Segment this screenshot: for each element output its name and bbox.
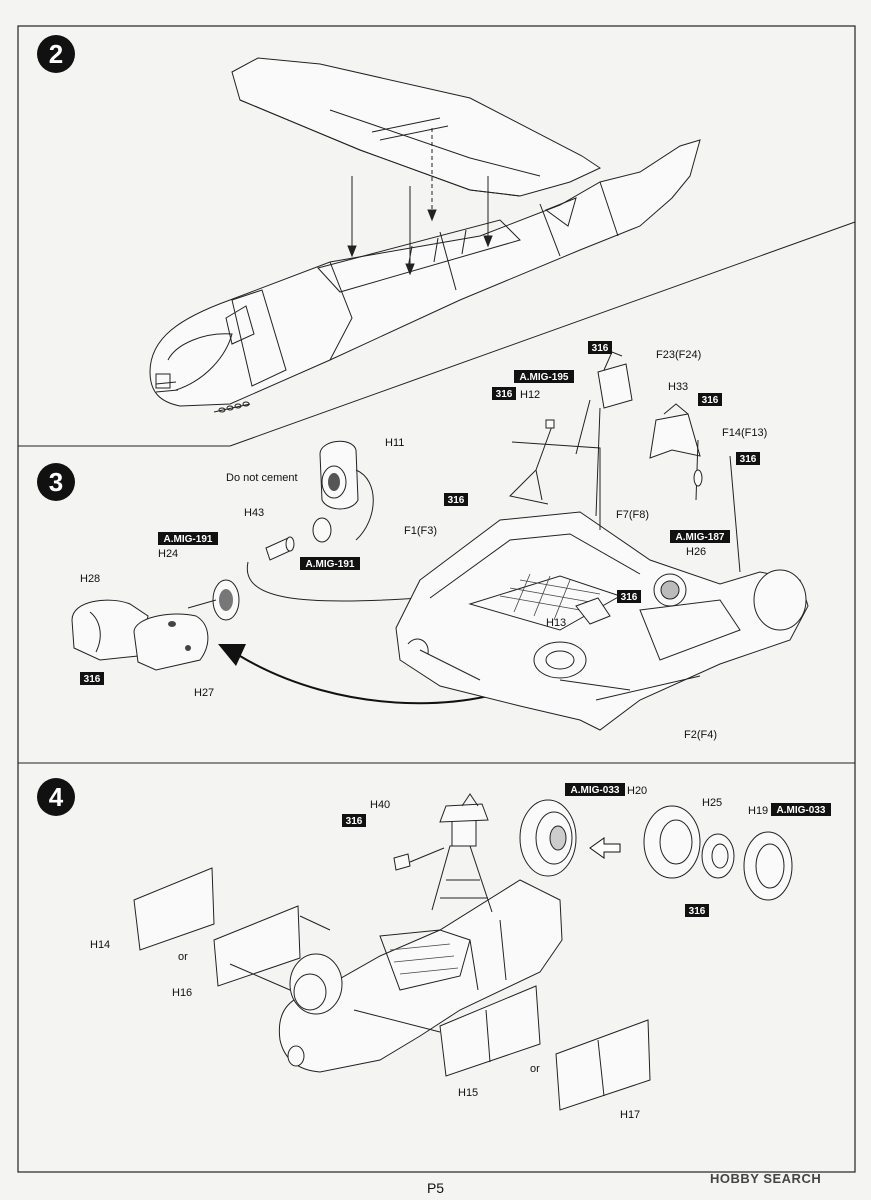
tag-316-mid: 316 (617, 590, 641, 603)
label-do-not-cement: Do not cement (226, 472, 298, 484)
label-h19: H19 (748, 805, 768, 817)
tag-316-h25: 316 (685, 904, 709, 917)
label-h12: H12 (520, 389, 540, 401)
label-h24: H24 (158, 548, 178, 560)
label-h40: H40 (370, 799, 390, 811)
tag-mig033-a: A.MIG-033 (565, 783, 625, 796)
label-h28: H28 (80, 573, 100, 585)
label-or-1: or (178, 951, 188, 963)
svg-text:316: 316 (448, 495, 465, 506)
svg-text:A.MIG-033: A.MIG-033 (571, 785, 620, 796)
svg-text:A.MIG-191: A.MIG-191 (306, 559, 355, 570)
svg-text:316: 316 (346, 816, 363, 827)
label-f14: F14(F13) (722, 427, 767, 439)
label-h17: H17 (620, 1109, 640, 1121)
tag-316-f14: 316 (736, 452, 760, 465)
svg-text:A.MIG-195: A.MIG-195 (520, 372, 569, 383)
label-h33: H33 (668, 381, 688, 393)
svg-text:316: 316 (592, 343, 609, 354)
tag-mig187: A.MIG-187 (670, 530, 730, 543)
label-h13: H13 (546, 617, 566, 629)
label-f2: F2(F4) (684, 729, 717, 741)
svg-text:A.MIG-033: A.MIG-033 (777, 805, 826, 816)
step-2-badge: 2 (37, 35, 75, 73)
label-or-2: or (530, 1063, 540, 1075)
step3-assembly-drawing (71, 351, 809, 731)
label-h20: H20 (627, 785, 647, 797)
label-h15: H15 (458, 1087, 478, 1099)
tag-mig191-a: A.MIG-191 (158, 532, 218, 545)
label-h16: H16 (172, 987, 192, 999)
svg-text:A.MIG-191: A.MIG-191 (164, 534, 213, 545)
step4-labels: A.MIG-033 H20 H25 H19 A.MIG-033 H40 316 … (90, 783, 831, 1121)
tag-mig033-b: A.MIG-033 (771, 803, 831, 816)
label-h11: H11 (385, 437, 404, 449)
tag-316-floor: 316 (444, 493, 468, 506)
tag-316-h40: 316 (342, 814, 366, 827)
svg-text:316: 316 (621, 592, 638, 603)
step4-assembly-drawing (133, 793, 793, 1111)
svg-text:316: 316 (689, 906, 706, 917)
page-frame (17, 25, 856, 1173)
svg-text:316: 316 (740, 454, 757, 465)
svg-text:A.MIG-187: A.MIG-187 (676, 532, 725, 543)
step2-assembly-drawing (149, 57, 701, 413)
step-4-number: 4 (49, 782, 64, 812)
svg-text:316: 316 (702, 395, 719, 406)
step-3-number: 3 (49, 467, 63, 497)
label-h43: H43 (244, 507, 264, 519)
step3-labels: H11 Do not cement H43 A.MIG-191 H24 A.MI… (80, 341, 767, 741)
label-h25: H25 (702, 797, 722, 809)
tag-316-h12: 316 (492, 387, 516, 400)
step-3-badge: 3 (37, 463, 75, 501)
watermark-text: HOBBY SEARCH (710, 1171, 822, 1186)
label-h26: H26 (686, 546, 706, 558)
tag-316-f23: 316 (588, 341, 612, 354)
step-4-badge: 4 (37, 778, 75, 816)
svg-text:316: 316 (84, 674, 101, 685)
step-2-number: 2 (49, 39, 63, 69)
tag-mig195: A.MIG-195 (514, 370, 574, 383)
label-f23: F23(F24) (656, 349, 701, 361)
tag-316-h33: 316 (698, 393, 722, 406)
label-h14: H14 (90, 939, 110, 951)
page-number: P5 (426, 1180, 445, 1196)
label-f1: F1(F3) (404, 525, 437, 537)
label-h27: H27 (194, 687, 214, 699)
tag-mig191-b: A.MIG-191 (300, 557, 360, 570)
tag-316-h28: 316 (80, 672, 104, 685)
svg-text:316: 316 (496, 389, 513, 400)
label-f7: F7(F8) (616, 509, 649, 521)
divider-step2-diagonal (229, 221, 856, 447)
